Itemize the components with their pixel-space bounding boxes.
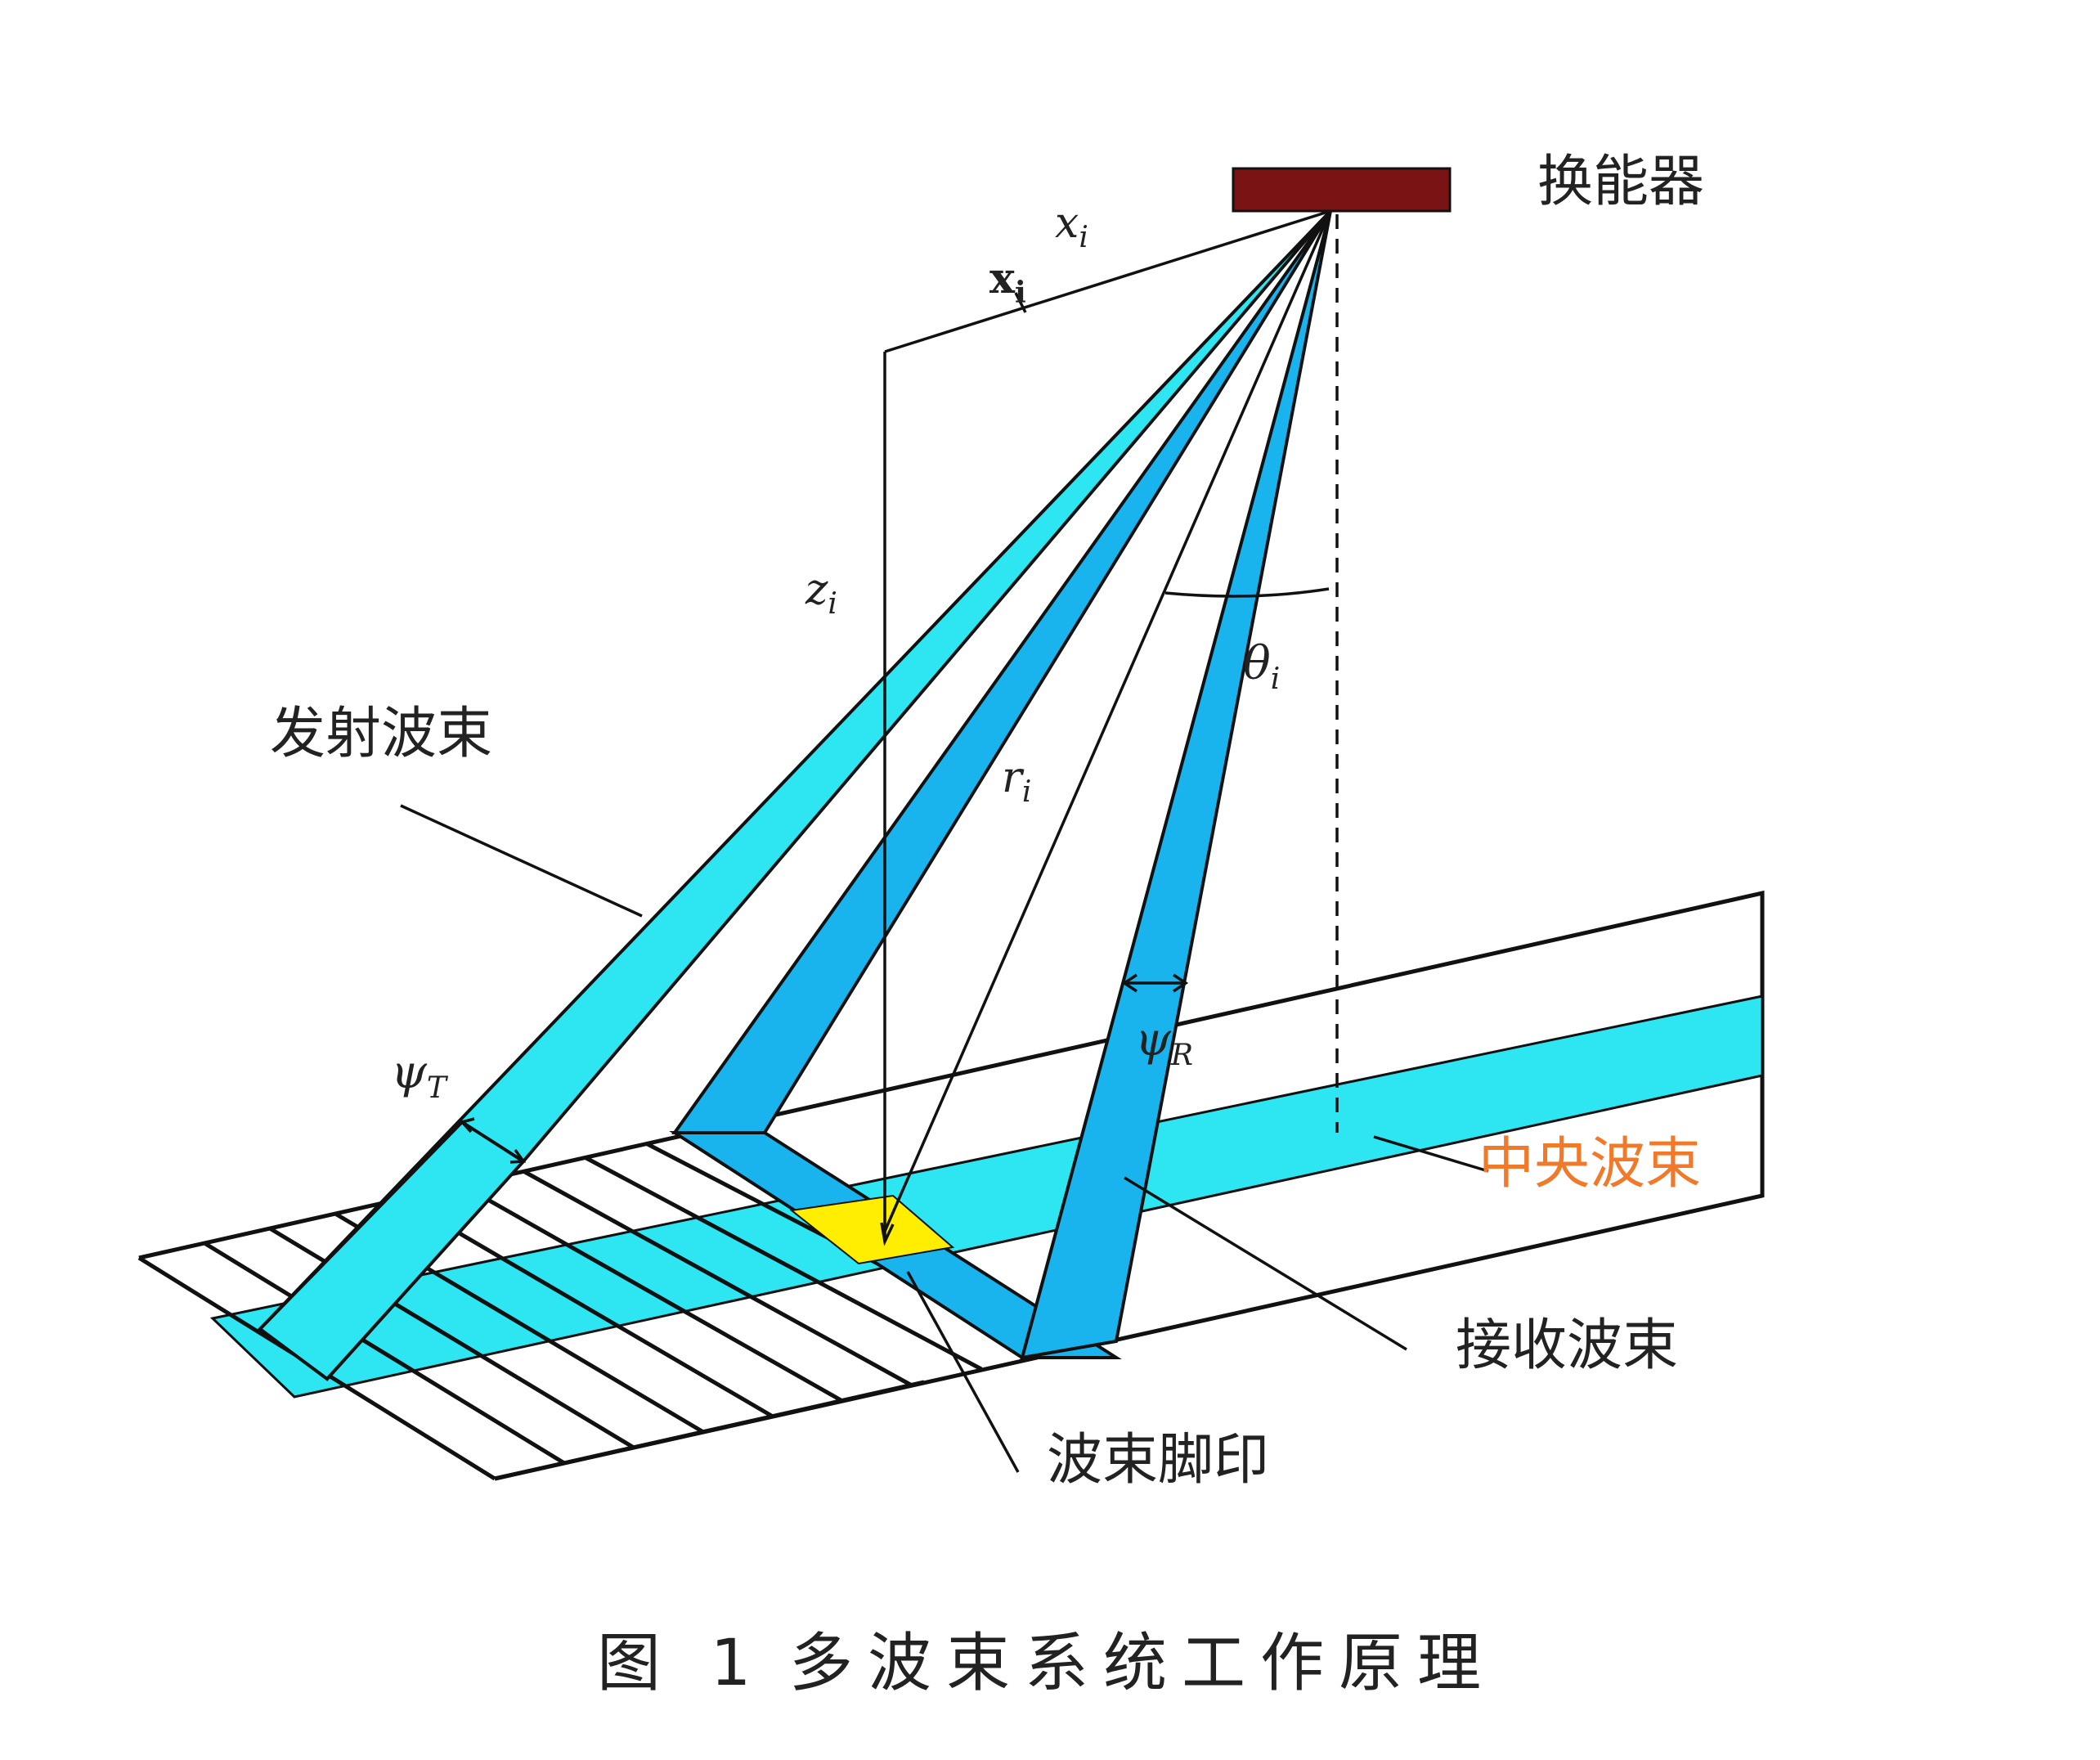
theta-i-label: θi xyxy=(1243,637,1280,696)
caption-text: 多波束系统工作原理 xyxy=(789,1627,1496,1700)
transducer-bar xyxy=(1232,167,1452,213)
psi-r-width-arrow xyxy=(1121,973,1189,993)
caption-number: 图 1 xyxy=(597,1627,765,1700)
transducer-label: 换能器 xyxy=(1537,150,1704,214)
beam-footprint xyxy=(789,1194,955,1265)
geometry-lines xyxy=(882,209,1332,1241)
receive-beam-label: 接收波束 xyxy=(1456,1313,1678,1378)
z-i-label: zi xyxy=(805,565,837,621)
central-beam-label: 中央波束 xyxy=(1479,1132,1701,1197)
x-i-label: xi xyxy=(1055,199,1088,254)
r-i-label: ri xyxy=(1002,753,1031,809)
psi-t-width-arrow xyxy=(459,1117,527,1164)
receive-beam-vertical xyxy=(1020,210,1332,1360)
footprint-arrow xyxy=(880,1222,895,1246)
x-bold-label: xi xyxy=(989,254,1026,310)
central-beam-strip xyxy=(209,994,1764,1399)
leader-lines xyxy=(400,804,1489,1473)
transmit-beam-label: 发射波束 xyxy=(270,702,492,766)
footprint-label: 波束脚印 xyxy=(1047,1428,1269,1493)
psi-r-label: ψR xyxy=(1135,1013,1193,1072)
psi-t-label: ψT xyxy=(391,1046,449,1105)
